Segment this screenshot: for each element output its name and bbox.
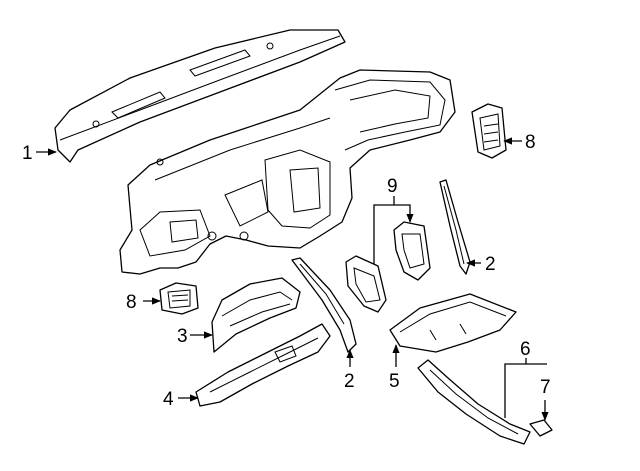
callout-2-right: 2 [485,254,496,275]
center-trim-part [291,257,357,353]
instrument-panel-part [119,69,456,275]
callout-5: 5 [389,371,400,392]
callout-labels: 1 8 9 2 8 3 4 2 5 6 7 [22,132,551,410]
callout-6: 6 [520,339,531,360]
callout-8-left: 8 [126,292,137,313]
center-vent-left-part [345,255,387,313]
side-vent-right-part [471,103,507,159]
leader-6 [504,363,547,418]
callout-3: 3 [177,326,188,347]
side-trim-strip-part [439,179,471,275]
callout-2-center: 2 [344,371,355,392]
callout-1: 1 [22,143,33,164]
callout-8-right: 8 [525,132,536,153]
center-vent-right-part [393,221,431,281]
callout-7: 7 [540,377,551,398]
glove-box-part [389,293,517,353]
defroster-grille-part [54,29,346,163]
lower-trim-part [417,359,531,445]
knee-bolster-part [195,323,331,407]
side-vent-left-part [159,282,199,315]
callout-4: 4 [163,389,174,410]
callout-9: 9 [387,176,398,197]
cluster-bezel-part [211,277,301,353]
clip-part [529,419,553,437]
leader-9 [373,204,414,264]
leader-lines [36,137,549,421]
